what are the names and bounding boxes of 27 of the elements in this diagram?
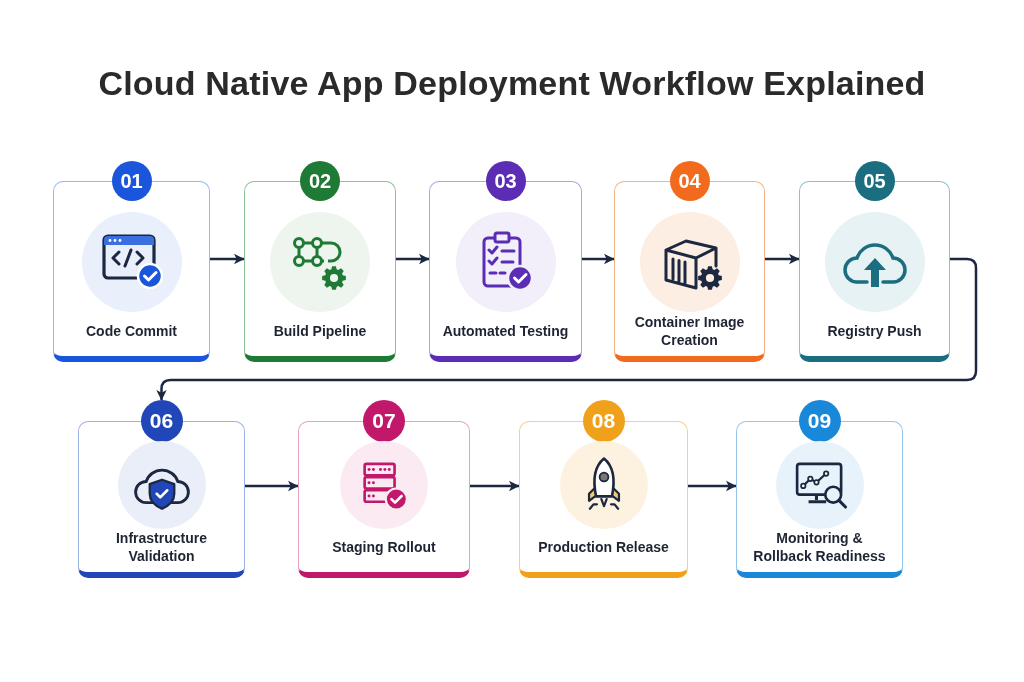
arrow [688,480,737,492]
arrow [245,480,299,492]
step-number: 09 [798,400,841,442]
arrow [210,253,245,265]
step-title: Production Release [538,538,669,556]
step-number: 03 [485,161,526,201]
step-number: 02 [300,161,340,201]
step-title: Staging Rollout [332,538,436,556]
step-number: 05 [854,161,895,201]
step-number: 06 [140,400,183,442]
step-title: Build Pipeline [273,322,367,340]
step-number: 01 [111,161,152,201]
step-title: Infrastructure Validation [115,529,208,565]
step-number: 08 [582,400,625,442]
step-number: 04 [669,161,710,201]
step-number: 07 [363,400,405,442]
arrow [396,253,430,265]
arrow [470,480,520,492]
diagram-title: Cloud Native App Deployment Workflow Explained [98,63,926,103]
step-title: Registry Push [827,322,922,340]
arrow [582,253,615,265]
arrow [156,257,978,401]
step-title: Container Image Creation [633,313,746,349]
step-title: Automated Testing [442,322,569,340]
arrow [765,253,800,265]
step-title: Code Commit [86,322,177,340]
step-title: Monitoring & Rollback Readiness [752,529,887,565]
